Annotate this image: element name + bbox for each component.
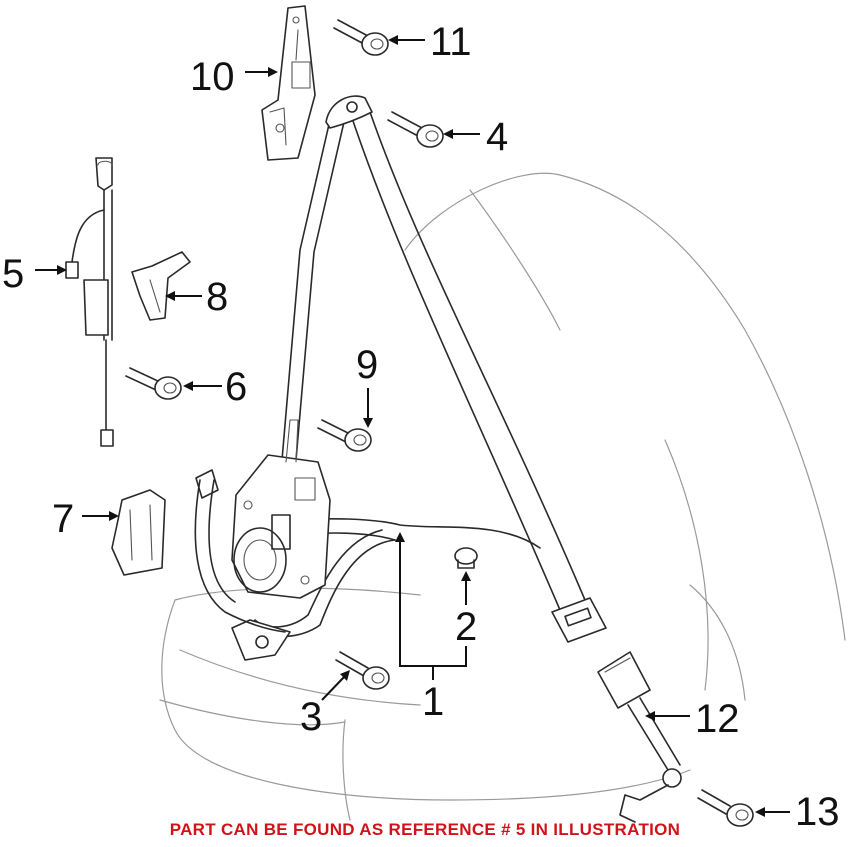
callout-5: 5 bbox=[2, 252, 24, 296]
callout-6: 6 bbox=[225, 365, 247, 409]
buckle bbox=[597, 651, 682, 823]
callout-9: 9 bbox=[356, 343, 378, 387]
callout-1: 1 bbox=[422, 680, 444, 724]
callout-12: 12 bbox=[695, 697, 740, 741]
pretensioner bbox=[65, 157, 114, 447]
callout-11: 11 bbox=[430, 20, 472, 64]
bolt-13 bbox=[697, 789, 754, 827]
callout-8: 8 bbox=[206, 275, 228, 319]
bolt-4 bbox=[387, 111, 444, 148]
callout-leaders bbox=[35, 35, 790, 817]
callout-7: 7 bbox=[52, 497, 74, 541]
bolt-11 bbox=[333, 19, 389, 56]
retractor-assembly bbox=[231, 419, 331, 599]
callout-4: 4 bbox=[486, 115, 508, 159]
bolt-9 bbox=[317, 419, 372, 452]
belt-clip bbox=[131, 251, 191, 321]
height-adjuster bbox=[261, 5, 316, 161]
bolt-6 bbox=[125, 367, 182, 400]
callout-3: 3 bbox=[300, 695, 322, 739]
guide-cover bbox=[111, 489, 166, 576]
callout-10: 10 bbox=[190, 55, 235, 99]
belt-webbing bbox=[194, 95, 607, 661]
callout-13: 13 bbox=[795, 790, 840, 834]
reference-note: PART CAN BE FOUND AS REFERENCE # 5 IN IL… bbox=[169, 820, 681, 839]
callout-2: 2 bbox=[455, 605, 477, 649]
cap-2 bbox=[454, 547, 478, 569]
bolt-3 bbox=[335, 651, 390, 690]
